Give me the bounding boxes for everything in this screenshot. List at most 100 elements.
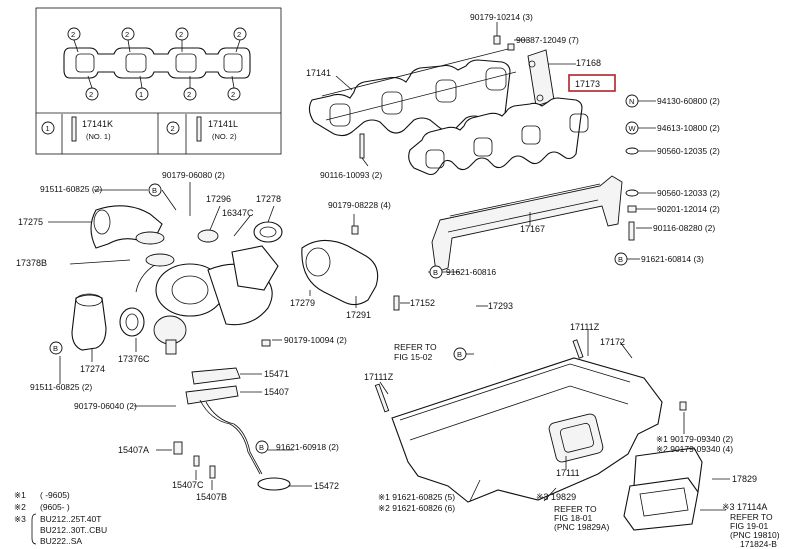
label-90387-12049: 90387-12049 (7)	[516, 35, 579, 45]
refer-19-01-b: FIG 19-01	[730, 521, 769, 531]
label-90560-12033: 90560-12033 (2)	[657, 188, 720, 198]
leader-lines	[48, 22, 730, 511]
label-90201-12014: 90201-12014 (2)	[657, 204, 720, 214]
label-15407B: 15407B	[196, 492, 227, 502]
turbo-gaskets	[119, 221, 283, 337]
refer-19-01-a: REFER TO	[730, 512, 773, 522]
label-17829: 17829	[732, 474, 757, 484]
refer-18-01-b: FIG 18-01	[554, 513, 593, 523]
heat-insulator-17168	[527, 49, 555, 107]
label-16347C: 16347C	[222, 208, 254, 218]
label-17111: 17111	[556, 468, 580, 478]
mark: 2	[89, 90, 93, 99]
note-text: (9605- )	[40, 502, 70, 512]
legend-circle-1: 1	[46, 124, 50, 133]
mark: 2	[71, 30, 75, 39]
label-17114A: ※3 17114A	[722, 502, 767, 512]
note-mark: ※3	[14, 514, 26, 524]
label-17376C: 17376C	[118, 354, 150, 364]
label-17291: 17291	[346, 310, 371, 320]
intake-manifold-17111	[374, 339, 687, 503]
refer-19-01-c: (PNC 19810)	[730, 530, 780, 540]
label-17173: 17173	[575, 79, 600, 89]
label-91511-60825-bot: 91511-60825 (2)	[30, 382, 92, 392]
label-91621-60918: 91621-60918 (2)	[276, 442, 339, 452]
outlet-pipe-17274	[71, 293, 107, 351]
mark: 1	[139, 90, 143, 99]
label-17167: 17167	[520, 224, 545, 234]
label-90560-12035: 90560-12035 (2)	[657, 146, 720, 156]
label-17172: 17172	[600, 337, 625, 347]
label-91621-60816: 91621-60816	[446, 267, 496, 277]
label-17111Z-a: 17111Z	[570, 322, 600, 332]
label-90179-06040: 90179-06040 (2)	[74, 401, 137, 411]
refer-15-02-b: FIG 15-02	[394, 352, 433, 362]
exhaust-manifold	[308, 47, 517, 137]
legend-item2-sub: (NO. 2)	[212, 132, 237, 141]
mark: 2	[187, 90, 191, 99]
label-91621-60825-1: ※1 91621-60825 (5)	[378, 492, 455, 502]
refer-15-02-a: REFER TO	[394, 342, 437, 352]
mark: 2	[125, 30, 129, 39]
exhaust-gasket-main	[408, 97, 589, 176]
label-15407A: 15407A	[118, 445, 149, 455]
bolt-badge-icon: B	[53, 344, 58, 353]
turbine-outlet-elbow-17279	[301, 239, 379, 306]
label-17278: 17278	[256, 194, 281, 204]
label-15407C: 15407C	[172, 480, 204, 490]
label-15472: 15472	[314, 481, 339, 491]
label-17296: 17296	[206, 194, 231, 204]
turbocharger	[135, 245, 279, 355]
label-90179-10094: 90179-10094 (2)	[284, 335, 347, 345]
mark: 2	[179, 30, 183, 39]
hose-17293	[461, 285, 495, 367]
footnotes: ※1 ( -9605) ※2 (9605- ) ※3 BU212..25T.40…	[14, 490, 107, 546]
label-90179-09340-2: ※2 90179-09340 (4)	[656, 444, 733, 454]
exhaust-gasket-inset	[63, 47, 251, 79]
label-90179-09340-1: ※1 90179-09340 (2)	[656, 434, 733, 444]
label-94130: 94130-60800 (2)	[657, 96, 720, 106]
label-19829: ※3 19829	[536, 492, 576, 502]
label-17279: 17279	[290, 298, 315, 308]
label-15407: 15407	[264, 387, 289, 397]
label-90179-08228: 90179-08228 (4)	[328, 200, 391, 210]
label-91621-60825-2: ※2 91621-60826 (6)	[378, 503, 455, 513]
label-17275: 17275	[18, 217, 43, 227]
legend-item2-part: 17141L	[208, 119, 238, 129]
label-17111Z-b: 17111Z	[364, 372, 394, 382]
label-17274: 17274	[80, 364, 105, 374]
label-90179-10214: 90179-10214 (3)	[470, 12, 533, 22]
note-text: BU212..30T..CBU	[40, 525, 107, 535]
bolt-badge-icon: B	[618, 255, 623, 264]
label-94613: 94613-10800 (2)	[657, 123, 720, 133]
bolt-badge-icon: B	[152, 186, 157, 195]
part-labels: 90179-10214 (3) 90387-12049 (7) 17141 17…	[16, 12, 780, 549]
intake-pipe-17114A	[623, 447, 703, 531]
inset-gasket-box: 2 2 2 2 2 1 2 2 1 17141K (NO. 1) 2 17141…	[35, 7, 282, 155]
bolt-badge-icon: B	[259, 443, 264, 452]
label-17152: 17152	[410, 298, 435, 308]
label-90116-10093: 90116-10093 (2)	[320, 170, 382, 180]
mark: 2	[231, 90, 235, 99]
intake-elbow-17275	[90, 205, 175, 267]
label-15471: 15471	[264, 369, 289, 379]
label-17141: 17141	[306, 68, 331, 78]
oil-pipe-assembly	[173, 295, 400, 491]
label-17168: 17168	[576, 58, 601, 68]
diagram-id: 171824-B	[740, 539, 777, 549]
label-90116-08280: 90116-08280 (2)	[653, 223, 715, 233]
mark: 2	[237, 30, 241, 39]
highlight-17173	[568, 74, 616, 92]
note-text: ( -9605)	[40, 490, 70, 500]
refer-18-01-a: REFER TO	[554, 504, 597, 514]
legend-item1-sub: (NO. 1)	[86, 132, 111, 141]
label-91621-60814: 91621-60814 (3)	[641, 254, 704, 264]
note-mark: ※1	[14, 490, 26, 500]
note-text: BU222..SA	[40, 536, 82, 546]
washer-badge-icon: W	[629, 124, 637, 133]
nut-badge-icon: N	[629, 97, 634, 106]
note-text: BU212..25T.40T	[40, 514, 101, 524]
gasket-position-marks: 2 2 2 2 2 1 2 2	[67, 27, 247, 101]
label-17378B: 17378B	[16, 258, 47, 268]
